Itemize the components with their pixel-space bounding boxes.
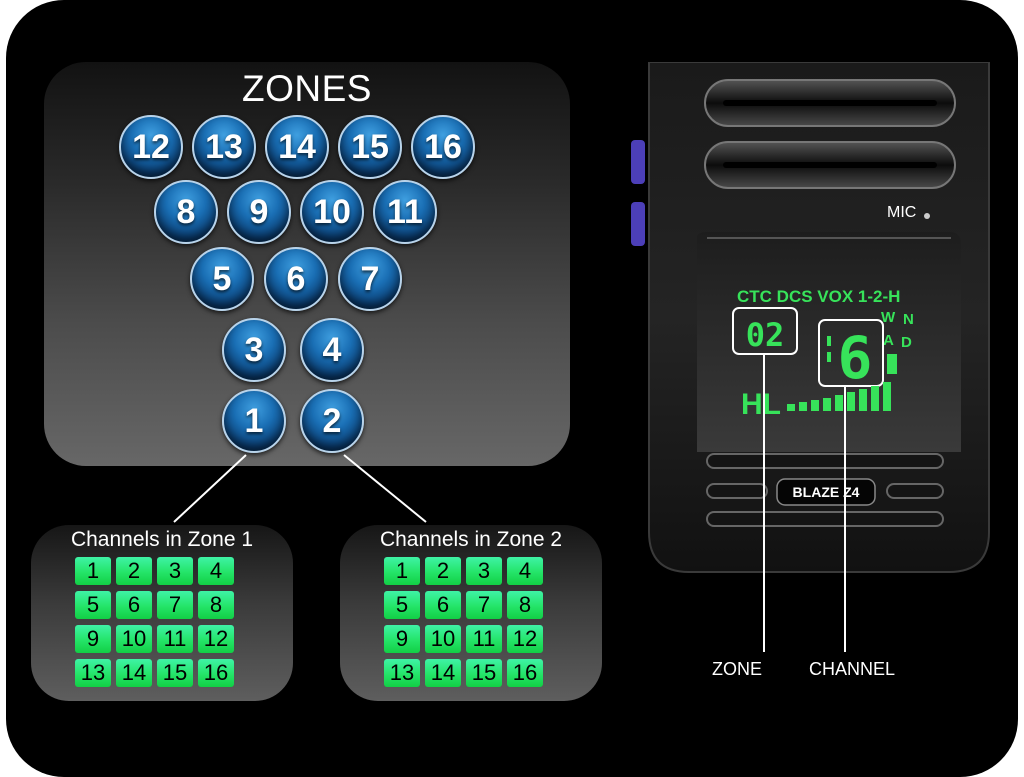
channel-cell-14: 14 xyxy=(116,659,152,687)
lcd-channel-value: 6 xyxy=(838,324,873,392)
channel-cell-8: 8 xyxy=(198,591,234,619)
channel-cell-16: 16 xyxy=(507,659,543,687)
channel-cell-4: 4 xyxy=(198,557,234,585)
zone-ball-12: 12 xyxy=(119,115,183,179)
zone-ball-11: 11 xyxy=(373,180,437,244)
lcd-w: W xyxy=(881,309,896,326)
zone-ball-6: 6 xyxy=(264,247,328,311)
side-button-lower xyxy=(631,202,645,246)
channel-cell-14: 14 xyxy=(425,659,461,687)
channel-cell-11: 11 xyxy=(157,625,193,653)
lower-grille-3 xyxy=(886,483,944,499)
channel-cell-9: 9 xyxy=(75,625,111,653)
channel-cell-9: 9 xyxy=(384,625,420,653)
zone-ball-3: 3 xyxy=(222,318,286,382)
connector-lines xyxy=(173,454,427,523)
channel-cell-15: 15 xyxy=(157,659,193,687)
zone-ball-10: 10 xyxy=(300,180,364,244)
zone-ball-2: 2 xyxy=(300,389,364,453)
connector-zone1 xyxy=(173,454,247,523)
channel-cell-13: 13 xyxy=(75,659,111,687)
mic-hole xyxy=(924,213,930,219)
channel-cell-3: 3 xyxy=(157,557,193,585)
channel-cell-10: 10 xyxy=(116,625,152,653)
channel-cell-13: 13 xyxy=(384,659,420,687)
lower-grille-2 xyxy=(706,483,768,499)
zone-ball-4: 4 xyxy=(300,318,364,382)
zone-ball-8: 8 xyxy=(154,180,218,244)
mic-label: MIC xyxy=(887,204,916,221)
zone-ball-14: 14 xyxy=(265,115,329,179)
channel-cell-5: 5 xyxy=(75,591,111,619)
zone-ball-16: 16 xyxy=(411,115,475,179)
channel-cell-2: 2 xyxy=(425,557,461,585)
brand-badge xyxy=(776,478,876,506)
channel-cell-12: 12 xyxy=(507,625,543,653)
zone-ball-7: 7 xyxy=(338,247,402,311)
channel-cell-4: 4 xyxy=(507,557,543,585)
zone-ball-9: 9 xyxy=(227,180,291,244)
channel-cell-11: 11 xyxy=(466,625,502,653)
channel-cell-6: 6 xyxy=(425,591,461,619)
zone-label: ZONE xyxy=(712,659,763,679)
radio-illustration: MIC CTC DCS VOX 1-2-H W N A D 02 6 HL xyxy=(631,62,990,573)
signal-bars xyxy=(787,382,891,411)
channels-zone-1-title: Channels in Zone 1 xyxy=(70,528,254,551)
channels-zone-2-title: Channels in Zone 2 xyxy=(379,528,563,551)
lower-grille-1 xyxy=(706,453,944,469)
channel-highlight-box xyxy=(818,319,884,387)
channel-cell-6: 6 xyxy=(116,591,152,619)
channel-cell-7: 7 xyxy=(466,591,502,619)
lcd-a: A xyxy=(883,332,894,349)
channel-cell-12: 12 xyxy=(198,625,234,653)
channel-cell-5: 5 xyxy=(384,591,420,619)
channel-cell-7: 7 xyxy=(157,591,193,619)
channel-cell-16: 16 xyxy=(198,659,234,687)
channel-cell-2: 2 xyxy=(116,557,152,585)
zone-ball-13: 13 xyxy=(192,115,256,179)
zone-ball-15: 15 xyxy=(338,115,402,179)
channel-cell-8: 8 xyxy=(507,591,543,619)
channel-cell-15: 15 xyxy=(466,659,502,687)
connector-zone2 xyxy=(343,454,427,523)
side-button-upper xyxy=(631,140,645,184)
lcd-indicators: CTC DCS VOX 1-2-H xyxy=(737,287,900,306)
zones-title: ZONES xyxy=(242,68,372,109)
channel-cell-3: 3 xyxy=(466,557,502,585)
zone-ball-5: 5 xyxy=(190,247,254,311)
callout-lines xyxy=(763,354,846,652)
channel-cell-1: 1 xyxy=(384,557,420,585)
brand-label: BLAZE Z4 xyxy=(793,484,860,500)
zone-ball-1: 1 xyxy=(222,389,286,453)
lower-grille-4 xyxy=(706,511,944,527)
lcd-zone-value: 02 xyxy=(746,316,785,354)
channel-cell-1: 1 xyxy=(75,557,111,585)
lcd-power-level: HL xyxy=(741,388,781,421)
lcd-n: N xyxy=(903,311,914,328)
channel-label: CHANNEL xyxy=(809,659,896,679)
lcd-d: D xyxy=(901,334,912,351)
channel-cell-10: 10 xyxy=(425,625,461,653)
